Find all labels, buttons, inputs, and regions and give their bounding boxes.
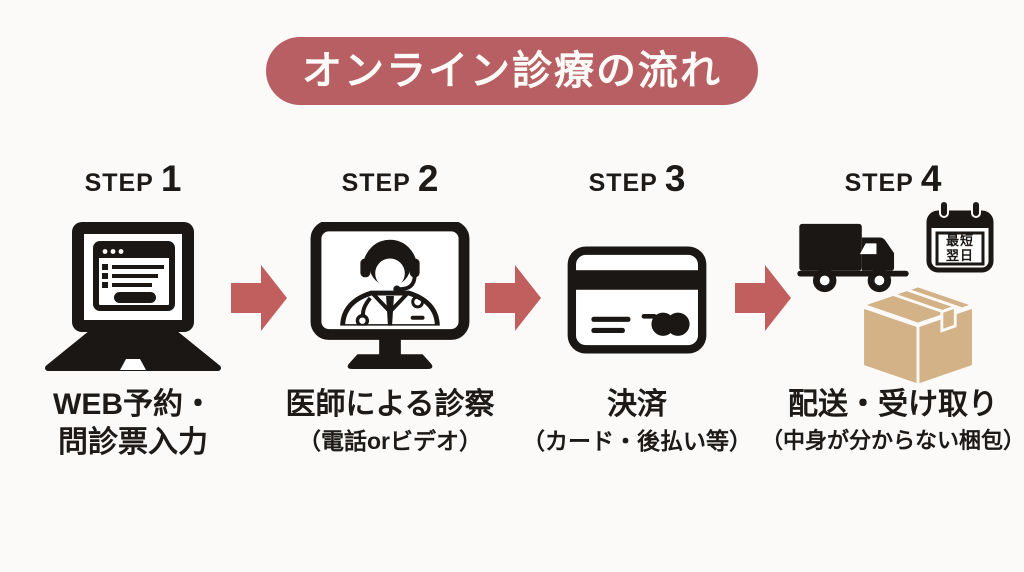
step-2-number: 2: [417, 158, 439, 199]
laptop-web-form-icon: [45, 222, 221, 371]
calendar-icon: [926, 200, 994, 273]
step-4-icon-area: 最短 翌日: [773, 158, 1013, 388]
step-1-caption: WEB予約・ 問診票入力: [53, 386, 213, 461]
step-3-caption: 決済 （カード・後払い等）: [522, 386, 752, 455]
delivery-truck-icon: [797, 223, 909, 293]
page-title: オンライン診療の流れ: [266, 37, 758, 105]
step-4-label: STEP: [844, 169, 914, 197]
next-day-calendar-badge: 最短 翌日: [925, 200, 995, 274]
flow-arrow-2-icon: [485, 265, 541, 331]
calendar-badge-text: 最短 翌日: [937, 233, 983, 264]
step-4-caption: 配送・受け取り （中身が分からない梱包）: [761, 386, 1024, 454]
step-1-label: STEP: [84, 169, 154, 197]
flow-arrow-3-icon: [735, 265, 791, 331]
flow-arrow-1-icon: [231, 265, 287, 331]
step-2-caption-line2: （電話orビデオ）: [297, 427, 482, 454]
step-3-label: STEP: [588, 169, 658, 197]
credit-card-icon: [567, 246, 707, 354]
step-1-number: 1: [160, 158, 182, 199]
step-4-number: 4: [920, 158, 942, 199]
step-4-caption-line2: （中身が分からない梱包）: [760, 427, 1024, 453]
calendar-badge-line1: 最短: [945, 232, 974, 248]
step-3-number: 3: [664, 158, 686, 199]
calendar-badge-line2: 翌日: [945, 247, 974, 263]
step-3-caption-line1: 決済: [607, 388, 667, 421]
step-2-caption: 医師による診察 （電話orビデオ）: [285, 386, 494, 455]
monitor-doctor-icon: [310, 222, 470, 370]
step-1-caption-line2: 問診票入力: [58, 425, 208, 459]
step-3-caption-line2: （カード・後払い等）: [522, 427, 752, 454]
step-3-icon-area: [517, 158, 757, 388]
step-2-caption-line1: 医師による診察: [285, 388, 495, 421]
step-2-icon-area: [270, 158, 510, 388]
step-1-caption-line1: WEB予約・: [53, 388, 213, 421]
step-1-icon-area: [13, 158, 253, 388]
parcel-box-icon: [858, 284, 978, 388]
step-2-label: STEP: [341, 169, 411, 197]
step-4-caption-line1: 配送・受け取り: [787, 388, 998, 421]
